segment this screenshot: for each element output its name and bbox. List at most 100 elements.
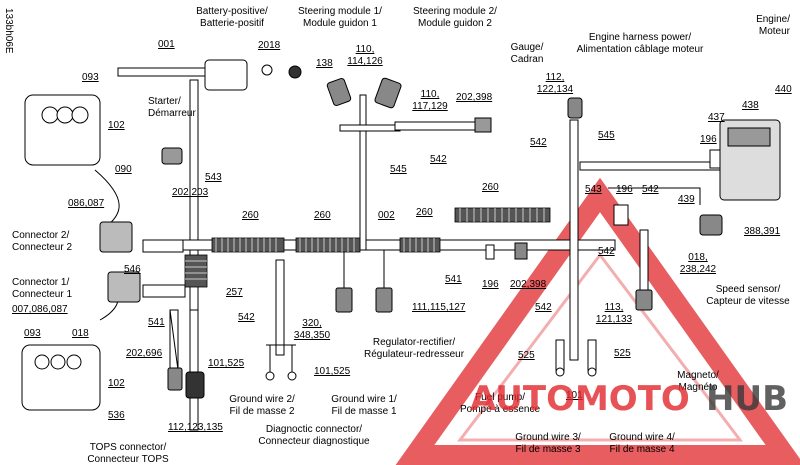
connector-2-icon	[99, 221, 133, 253]
tops-label: TOPS connector/Connecteur TOPS	[87, 442, 169, 465]
svg-text:525: 525	[614, 348, 631, 359]
starter-label: Starter/Démarreur	[148, 96, 196, 119]
svg-text:257: 257	[226, 287, 243, 298]
svg-text:202,696: 202,696	[126, 348, 163, 359]
svg-text:202,398: 202,398	[456, 92, 493, 103]
fuelpump-label: Fuel pump/Pompe à essence	[460, 392, 540, 415]
svg-text:525: 525	[518, 350, 535, 361]
diag-label: Diagnoctic connector/Connecteur diagnost…	[258, 424, 370, 447]
svg-text:AUTOMOTO: AUTOMOTO	[470, 379, 690, 419]
gauge-label: Gauge/Cadran	[511, 42, 544, 65]
magneto-connector-icon	[635, 289, 653, 311]
svg-text:260: 260	[416, 207, 433, 218]
svg-text:320,348,350: 320,348,350	[294, 318, 331, 341]
svg-text:090: 090	[115, 164, 132, 175]
gauge-connector-icon	[474, 117, 492, 133]
svg-text:542: 542	[642, 184, 659, 195]
regulator-label: Regulator-rectifier/Régulateur-redresseu…	[364, 337, 465, 360]
speed-sensor-icon	[699, 214, 723, 236]
svg-text:101,525: 101,525	[208, 358, 245, 369]
svg-text:101,525: 101,525	[314, 366, 351, 377]
battery-label: Battery-positive/Batterie-positif	[196, 6, 268, 29]
svg-text:543: 543	[205, 172, 222, 183]
part-numbers: 001 2018 138 110,114,126 110,117,129 093…	[12, 39, 792, 433]
svg-text:196: 196	[482, 279, 499, 290]
regulator-connector-b-icon	[375, 287, 393, 313]
svg-text:260: 260	[242, 210, 259, 221]
svg-text:541: 541	[445, 274, 462, 285]
watermark	[395, 177, 800, 465]
ground1-label: Ground wire 1/Fil de masse 1	[331, 394, 397, 417]
svg-text:093: 093	[24, 328, 41, 339]
svg-text:110,117,129: 110,117,129	[412, 89, 448, 112]
steering1-label: Steering module 1/Module guidon 1	[298, 6, 382, 29]
svg-text:018: 018	[72, 328, 89, 339]
svg-text:260: 260	[314, 210, 331, 221]
text-labels: Battery-positive/Batterie-positif Steeri…	[12, 6, 791, 465]
svg-text:545: 545	[598, 130, 615, 141]
svg-text:138: 138	[316, 58, 333, 69]
svg-text:112,123,135: 112,123,135	[168, 422, 223, 433]
svg-text:202,203: 202,203	[172, 187, 209, 198]
battery-connector-icon	[204, 59, 248, 91]
svg-text:002: 002	[378, 210, 395, 221]
engine-harness-power-icon	[567, 97, 583, 119]
tops-connector-icon	[167, 367, 183, 391]
steering-module-1-icon	[326, 77, 352, 107]
svg-text:437: 437	[708, 112, 725, 123]
svg-text:102: 102	[108, 120, 125, 131]
ground2-label: Ground wire 2/Fil de masse 2	[229, 394, 295, 417]
svg-text:542: 542	[598, 246, 615, 257]
svg-text:086,087: 086,087	[68, 198, 105, 209]
speed-label: Speed sensor/Capteur de vitesse	[706, 284, 790, 307]
svg-text:202,398: 202,398	[510, 279, 547, 290]
ground3-label: Ground wire 3/Fil de masse 3	[515, 432, 581, 455]
connector-block-top	[24, 94, 101, 166]
svg-text:438: 438	[742, 100, 759, 111]
connector-block-bottom	[21, 344, 101, 411]
svg-text:HUB: HUB	[706, 379, 788, 419]
doc-id: 133bh06E	[3, 8, 14, 54]
diagnostic-connector-icon	[185, 371, 205, 399]
engine-label: Engine/Moteur	[756, 14, 791, 37]
watermark-text: AUTOMOTO HUB	[470, 379, 788, 419]
steering2-label: Steering module 2/Module guidon 2	[413, 6, 497, 29]
svg-text:110,114,126: 110,114,126	[347, 44, 383, 67]
svg-text:111,115,127: 111,115,127	[412, 302, 466, 313]
svg-text:440: 440	[775, 84, 792, 95]
regulator-connector-a-icon	[335, 287, 353, 313]
svg-text:018,238,242: 018,238,242	[680, 252, 717, 275]
svg-text:196: 196	[700, 134, 717, 145]
svg-text:536: 536	[108, 410, 125, 421]
connector-1-icon	[107, 271, 141, 303]
connector2-label: Connector 2/Connecteur 2	[12, 230, 72, 253]
connector1-label: Connector 1/Connecteur 1	[12, 277, 72, 300]
svg-text:542: 542	[238, 312, 255, 323]
svg-text:113,121,133: 113,121,133	[596, 302, 633, 325]
components	[21, 59, 781, 411]
svg-text:545: 545	[390, 164, 407, 175]
svg-text:196: 196	[616, 184, 633, 195]
svg-text:2018: 2018	[258, 40, 281, 51]
svg-text:439: 439	[678, 194, 695, 205]
svg-text:541: 541	[148, 317, 165, 328]
svg-text:546: 546	[124, 264, 141, 275]
tube-ribs	[185, 208, 545, 280]
svg-text:388,391: 388,391	[744, 226, 781, 237]
svg-text:260: 260	[482, 182, 499, 193]
svg-text:542: 542	[430, 154, 447, 165]
svg-text:542: 542	[535, 302, 552, 313]
svg-text:543: 543	[585, 184, 602, 195]
starter-connector-icon	[161, 147, 183, 165]
svg-text:101: 101	[566, 390, 583, 401]
engine-harness-label: Engine harness power/Alimentation câblag…	[577, 32, 704, 55]
steering-module-2-icon	[374, 77, 402, 109]
svg-text:542: 542	[530, 137, 547, 148]
svg-text:093: 093	[82, 72, 99, 83]
magneto-label: Magneto/Magnéto	[677, 370, 719, 393]
svg-text:001: 001	[158, 39, 175, 50]
svg-text:007,086,087: 007,086,087	[12, 304, 68, 315]
svg-text:102: 102	[108, 378, 125, 389]
